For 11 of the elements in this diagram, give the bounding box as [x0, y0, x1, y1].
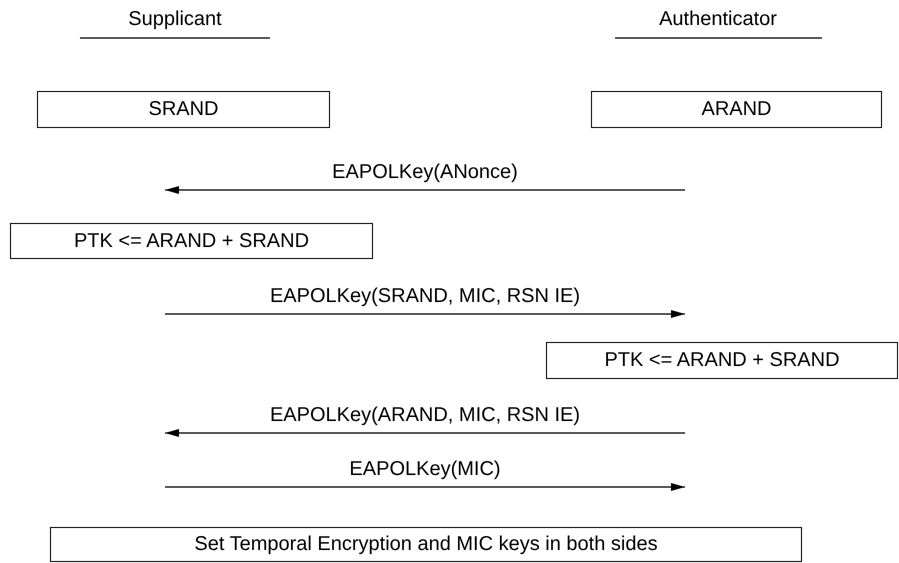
step-box: PTK <= ARAND + SRAND — [10, 223, 373, 259]
step-box: ARAND — [591, 91, 882, 128]
message-label: EAPOLKey(ARAND, MIC, RSN IE) — [270, 404, 580, 427]
lane-title: Supplicant — [128, 8, 222, 31]
message-label: EAPOLKey(MIC) — [349, 458, 501, 481]
step-box: PTK <= ARAND + SRAND — [546, 342, 898, 379]
step-box: Set Temporal Encryption and MIC keys in both sides — [50, 527, 802, 562]
message-label: EAPOLKey(SRAND, MIC, RSN IE) — [270, 285, 580, 308]
message-label: EAPOLKey(ANonce) — [332, 161, 518, 184]
lane-title: Authenticator — [659, 8, 777, 31]
step-box: SRAND — [37, 91, 330, 128]
